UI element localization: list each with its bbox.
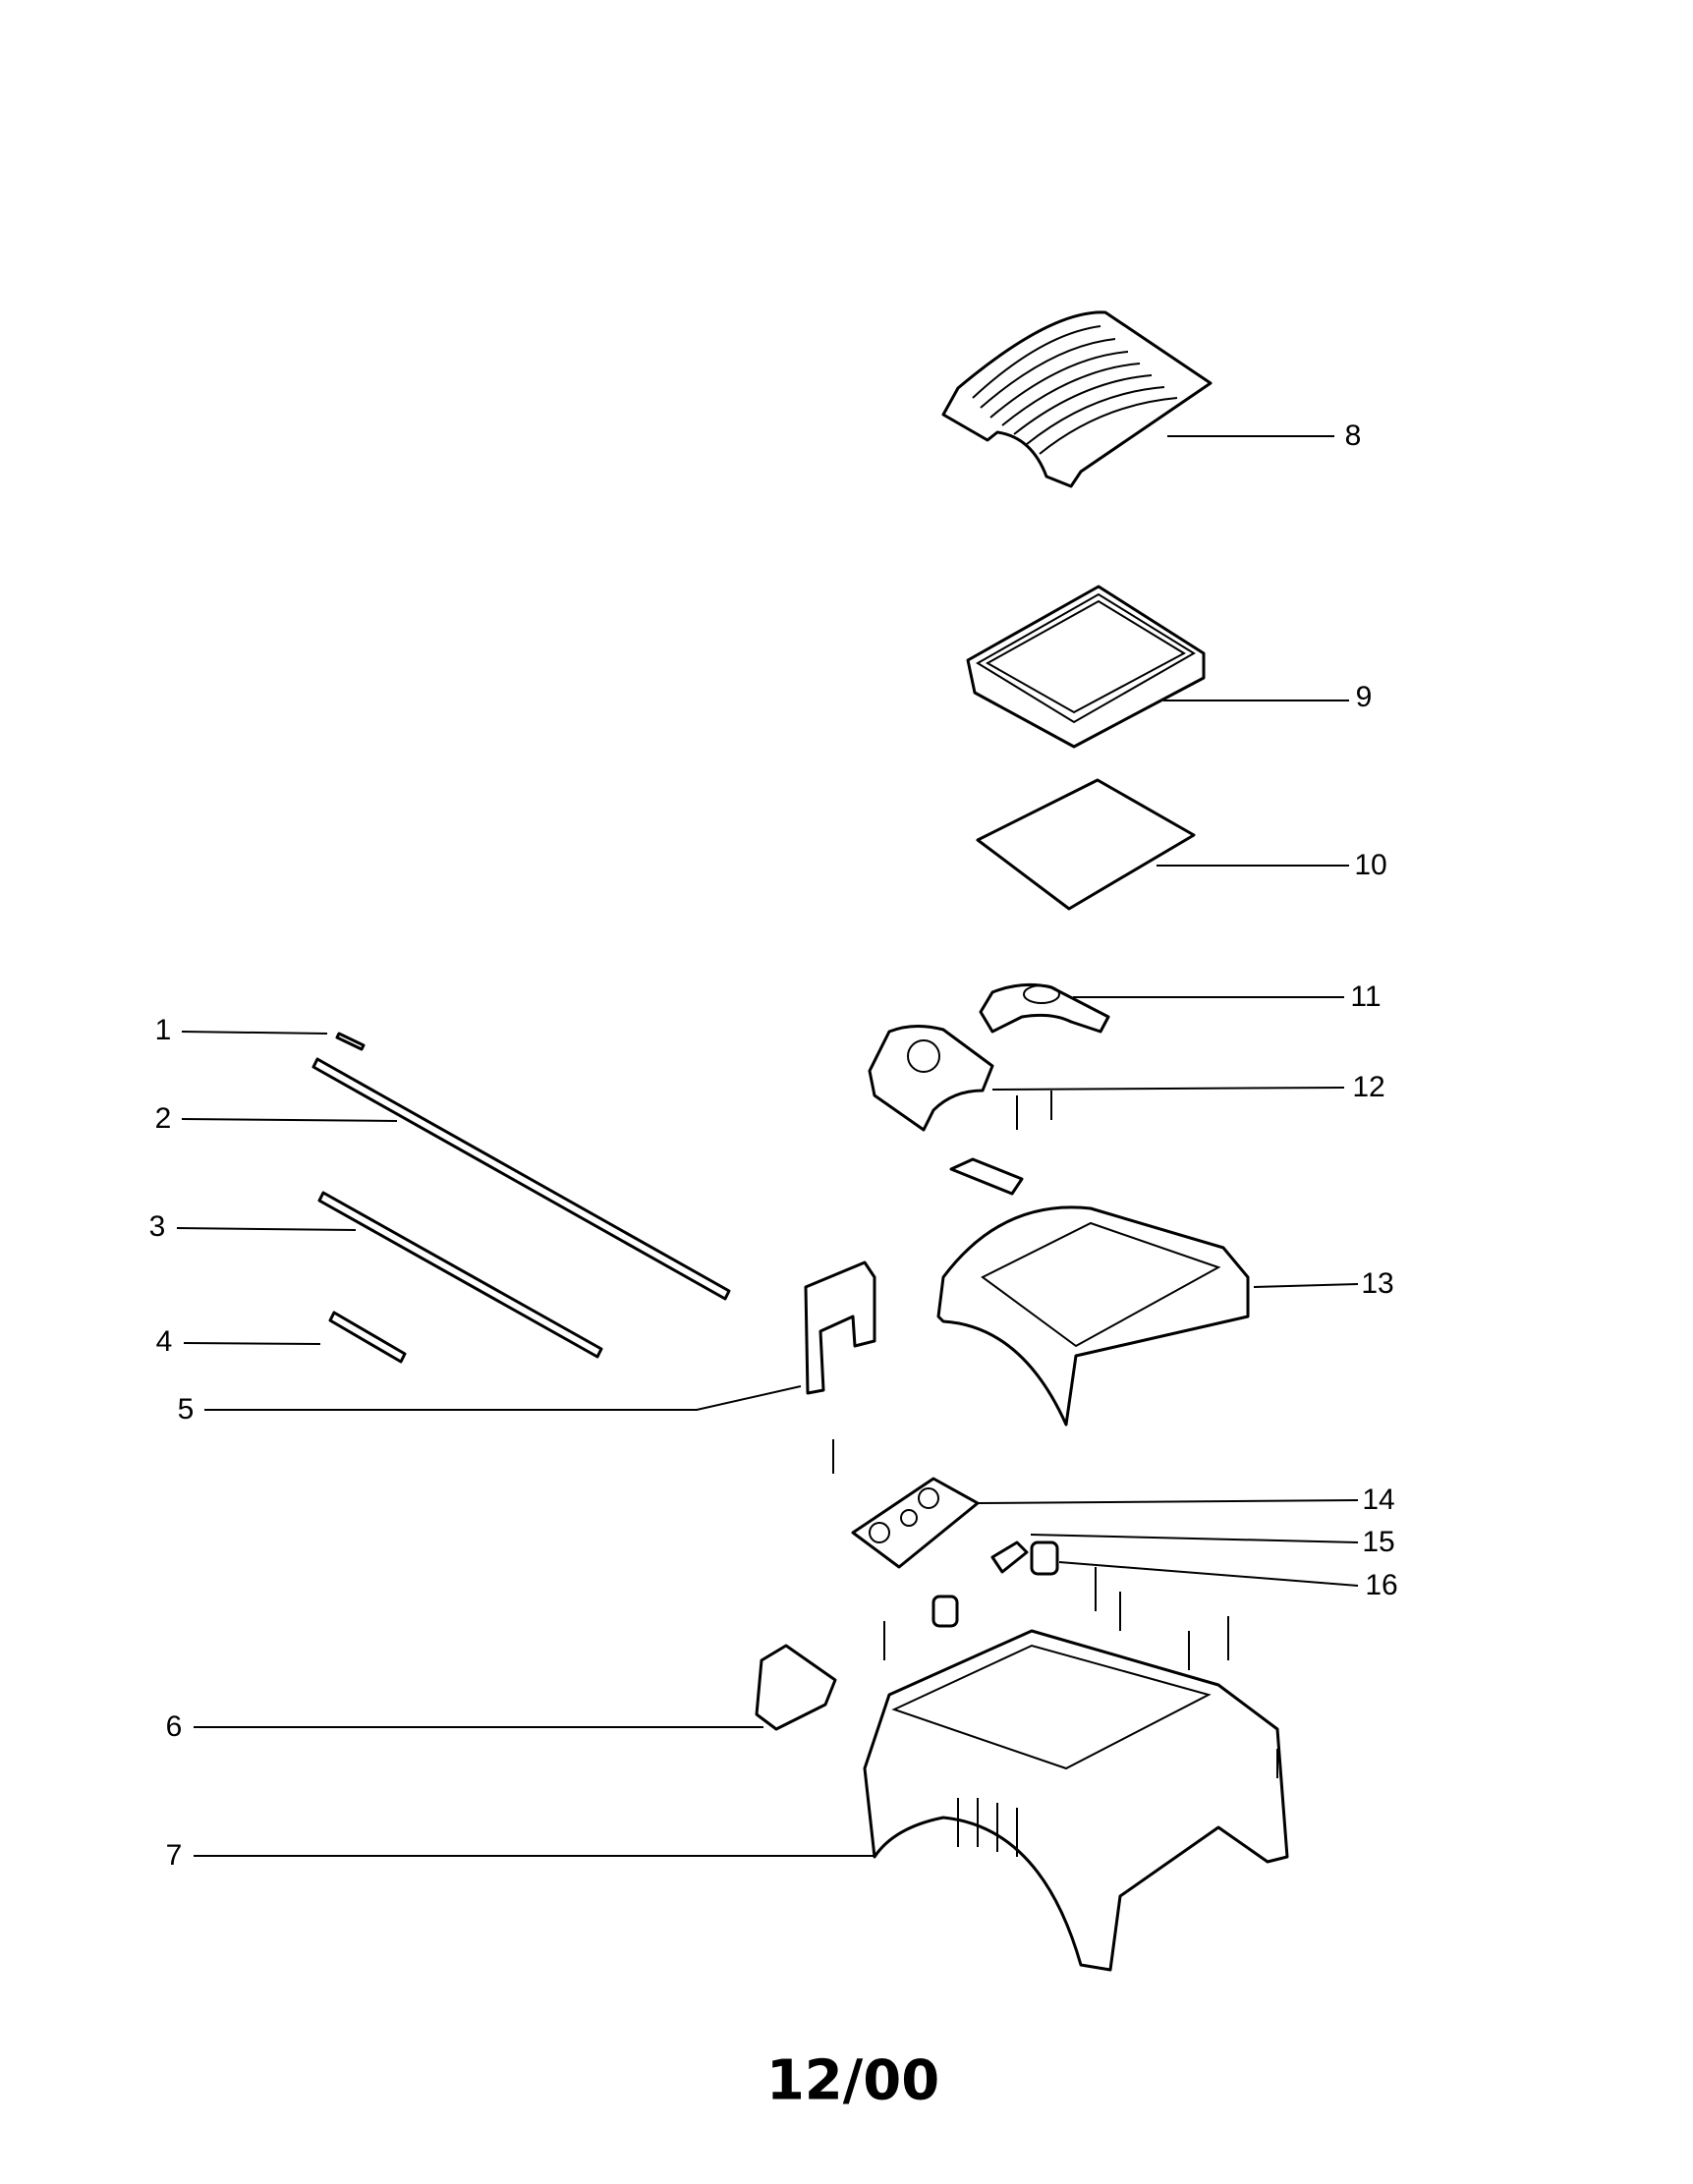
part-14-circuit-board [851,1477,980,1569]
part-3-rod [317,1191,603,1359]
part-6-latch [755,1644,837,1731]
part-label-5: 5 [177,1393,195,1426]
part-label-15: 15 [1362,1526,1395,1558]
part-15-clip [990,1540,1029,1574]
part-5-bracket [804,1260,876,1474]
part-13-upper-housing [936,1157,1250,1427]
part-label-2: 2 [154,1102,172,1135]
part-label-13: 13 [1361,1267,1394,1300]
part-label-14: 14 [1362,1484,1395,1516]
part-label-8: 8 [1344,420,1362,452]
part-label-7: 7 [165,1839,183,1872]
part-label-16: 16 [1365,1569,1398,1601]
part-4-short-rod [328,1311,407,1364]
part-label-4: 4 [155,1325,173,1358]
part-1-short-pin [335,1032,366,1051]
part-7-base-housing [863,1567,1289,1972]
part-11-cap [979,982,1110,1034]
part-16-spring [1030,1540,1059,1576]
part-label-10: 10 [1354,849,1387,881]
leader-lines [176,435,1359,1857]
part-9-filter-frame [966,585,1206,749]
part-10-filter-pad [976,778,1196,911]
part-12-cap [868,1025,1052,1132]
part-label-1: 1 [154,1014,172,1046]
part-2-long-rod [311,1057,731,1301]
part-label-9: 9 [1355,681,1373,713]
part-label-3: 3 [148,1210,166,1243]
revision-date-code: 12/00 [765,2048,940,2113]
part-8-top-cover [941,310,1213,488]
part-label-6: 6 [165,1710,183,1743]
part-label-11: 11 [1350,980,1382,1013]
part-label-12: 12 [1352,1071,1385,1103]
